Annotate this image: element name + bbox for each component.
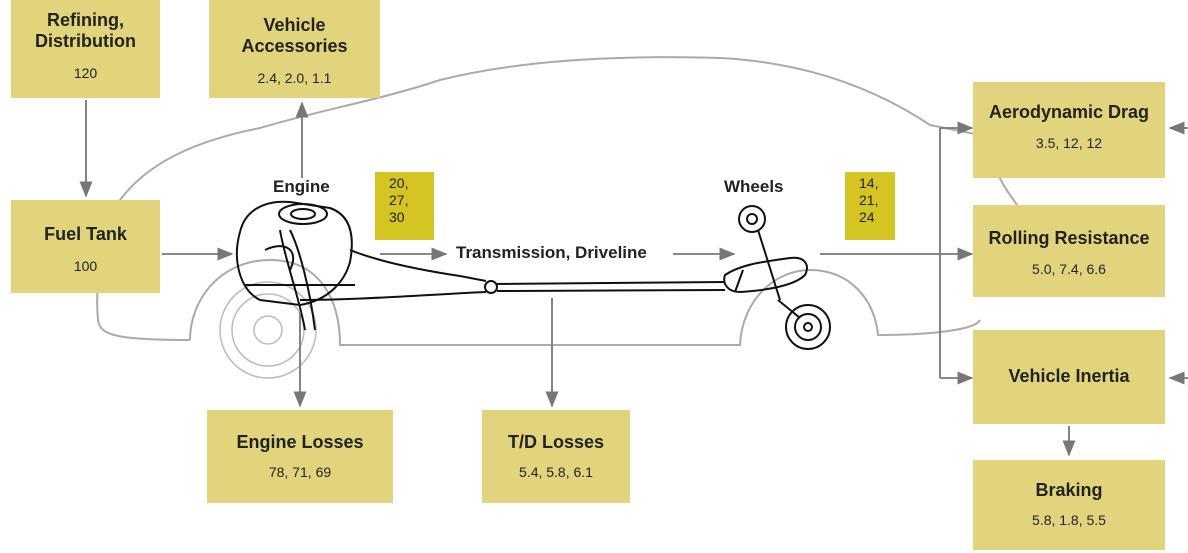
rear-wheel xyxy=(219,281,317,379)
vehicle-inertia-box: Vehicle Inertia xyxy=(973,330,1165,424)
axle-sketch xyxy=(723,205,831,350)
box-title: T/D Losses xyxy=(507,432,605,452)
fuel-tank-box: Fuel Tank 100 xyxy=(11,200,160,293)
box-values: 78, 71, 69 xyxy=(268,464,332,480)
box-title: Engine Losses xyxy=(236,432,364,452)
engine-label: Engine xyxy=(273,177,330,196)
td-losses-box: T/D Losses 5.4, 5.8, 6.1 xyxy=(482,410,630,503)
box-values: 120 xyxy=(73,65,98,81)
box-values: 100 xyxy=(73,258,98,274)
box-values: 5.0, 7.4, 6.6 xyxy=(1032,261,1106,277)
box-values: 5.4, 5.8, 6.1 xyxy=(519,464,593,480)
box-title: Aerodynamic Drag xyxy=(988,102,1150,122)
wheels-label: Wheels xyxy=(724,177,784,196)
engine-output-tag: 20, 27, 30 xyxy=(375,172,434,240)
box-values: 2.4, 2.0, 1.1 xyxy=(257,70,332,86)
box-values: 5.8, 1.8, 5.5 xyxy=(1032,512,1106,528)
vehicle-accessories-box: Vehicle Accessories 2.4, 2.0, 1.1 xyxy=(209,0,380,98)
transmission-driveline-label: Transmission, Driveline xyxy=(452,243,651,263)
aerodynamic-drag-box: Aerodynamic Drag 3.5, 12, 12 xyxy=(973,82,1165,178)
engine-sketch xyxy=(236,200,487,331)
driveshaft xyxy=(484,280,726,294)
box-title: Refining, Distribution xyxy=(35,10,136,51)
box-title: Braking xyxy=(1035,480,1103,500)
box-title: Fuel Tank xyxy=(44,224,127,244)
box-values: 3.5, 12, 12 xyxy=(1035,135,1103,151)
braking-box: Braking 5.8, 1.8, 5.5 xyxy=(973,460,1165,550)
box-title: Vehicle Inertia xyxy=(1008,366,1130,386)
box-title: Vehicle Accessories xyxy=(241,15,348,56)
wheel-output-tag: 14, 21, 24 xyxy=(845,172,895,240)
refining-distribution-box: Refining, Distribution 120 xyxy=(11,0,160,98)
flow-arrows xyxy=(79,100,1188,457)
engine-losses-box: Engine Losses 78, 71, 69 xyxy=(207,410,393,503)
rolling-resistance-box: Rolling Resistance 5.0, 7.4, 6.6 xyxy=(973,205,1165,297)
box-title: Rolling Resistance xyxy=(988,228,1150,248)
